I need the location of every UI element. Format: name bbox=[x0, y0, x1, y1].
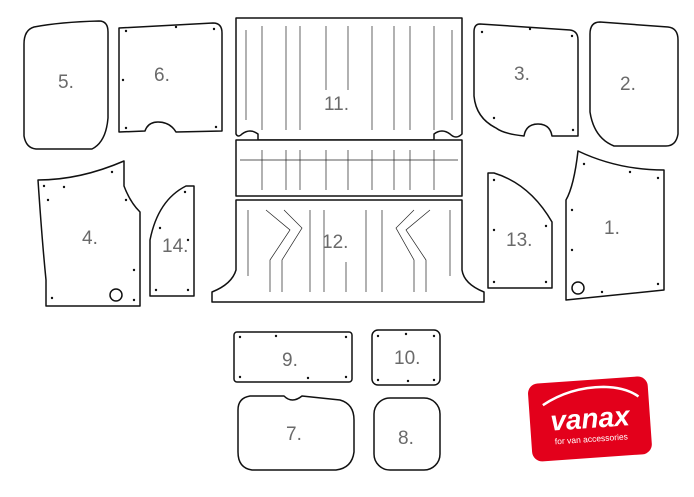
panel-3-label: 3. bbox=[514, 64, 530, 85]
panel-1-cutout bbox=[571, 281, 585, 295]
panel-7: 7. bbox=[237, 395, 355, 471]
panel-4-label: 4. bbox=[82, 228, 98, 249]
panel-9-label: 9. bbox=[282, 350, 298, 371]
panel-5-label: 5. bbox=[58, 72, 74, 93]
panel-6-label: 6. bbox=[154, 65, 170, 86]
panel-13: 13. bbox=[487, 172, 553, 289]
panel-12-grooves bbox=[247, 209, 451, 292]
panel-10: 10. bbox=[371, 329, 441, 386]
vanax-logo: vanax for van accessories bbox=[528, 376, 652, 462]
panel-2-label: 2. bbox=[620, 74, 636, 95]
panel-4: 4. bbox=[37, 160, 141, 307]
panel-9: 9. bbox=[233, 331, 353, 383]
panel-3: 3. bbox=[473, 23, 579, 137]
vanax-logo-wordmark: vanax bbox=[549, 400, 632, 437]
panel-2: 2. bbox=[589, 21, 679, 147]
panel-1: 1. bbox=[565, 150, 665, 301]
panel-11: 11. bbox=[235, 17, 463, 197]
panel-1-label: 1. bbox=[604, 218, 620, 239]
panel-5: 5. bbox=[23, 20, 109, 150]
panel-8: 8. bbox=[373, 397, 441, 471]
panel-12-label: 12. bbox=[322, 232, 348, 253]
panel-12: 12. bbox=[211, 199, 485, 303]
panel-7-label: 7. bbox=[286, 424, 302, 445]
panel-10-label: 10. bbox=[394, 348, 420, 369]
panel-14: 14. bbox=[149, 185, 195, 297]
vanax-logo-badge bbox=[528, 376, 652, 462]
panel-14-label: 14. bbox=[162, 236, 188, 257]
panel-8-label: 8. bbox=[398, 428, 414, 449]
panel-13-label: 13. bbox=[506, 230, 532, 251]
panel-11-grooves bbox=[240, 26, 458, 190]
panel-11-label: 11. bbox=[324, 94, 349, 115]
panel-4-cutout bbox=[109, 288, 123, 302]
panel-6: 6. bbox=[118, 22, 223, 133]
vanax-logo-swoosh bbox=[542, 385, 640, 407]
